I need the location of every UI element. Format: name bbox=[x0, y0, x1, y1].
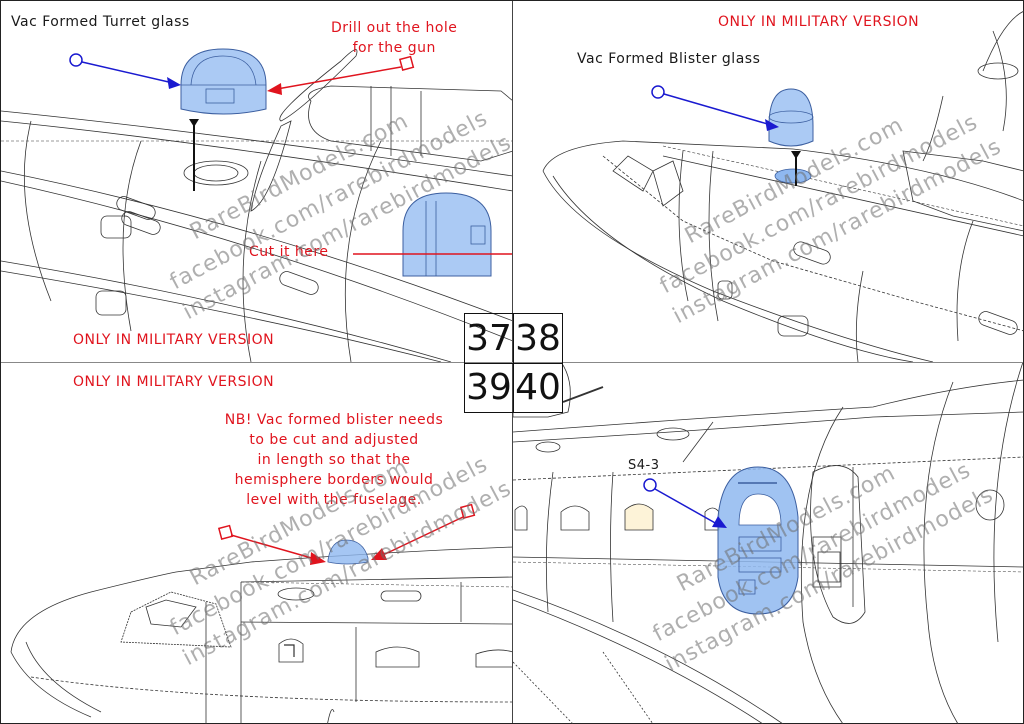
drill-note: Drill out the hole for the gun bbox=[331, 18, 457, 58]
step-37-panel: Vac Formed Turret glass Drill out the ho… bbox=[1, 1, 513, 362]
turret-glass-label: Vac Formed Turret glass bbox=[11, 14, 190, 30]
drill-note-line2: for the gun bbox=[352, 40, 436, 56]
blue-pointer-icon bbox=[69, 53, 181, 89]
part-code-label: S4-3 bbox=[628, 458, 660, 473]
nb-note-line2: to be cut and adjusted bbox=[249, 432, 419, 448]
step-39-panel: ONLY IN MILITARY VERSION NB! Vac formed … bbox=[1, 362, 513, 724]
step-number-39: 39 bbox=[466, 367, 512, 408]
horizontal-divider bbox=[1, 362, 1023, 363]
red-pointer-icon bbox=[267, 55, 415, 95]
turret-glass-part bbox=[180, 48, 267, 115]
door-part bbox=[717, 466, 799, 615]
step-38-panel: ONLY IN MILITARY VERSION Vac Formed Blis… bbox=[513, 1, 1024, 362]
cut-note: Cut it here bbox=[249, 244, 329, 260]
step-number-38: 38 bbox=[515, 318, 561, 359]
step-38-line-art bbox=[542, 10, 1024, 362]
red-pointer-icon bbox=[217, 524, 326, 565]
step-number-box: 37 38 39 40 bbox=[464, 313, 563, 413]
blue-pointer-icon bbox=[643, 478, 727, 528]
blister-glass-label: Vac Formed Blister glass bbox=[577, 51, 761, 67]
blister-glass-part bbox=[768, 88, 814, 147]
step-40-panel: S4-3 bbox=[513, 362, 1024, 724]
nb-note-line5: level with the fuselage. bbox=[246, 492, 422, 508]
nb-note: NB! Vac formed blister needs to be cut a… bbox=[199, 410, 469, 510]
blue-pointer-icon bbox=[651, 85, 779, 131]
red-pointer-icon bbox=[371, 503, 476, 560]
step-39-line-art bbox=[10, 503, 513, 724]
version-note: ONLY IN MILITARY VERSION bbox=[718, 14, 920, 30]
nb-note-line1: NB! Vac formed blister needs bbox=[224, 412, 444, 428]
step-box-divider-h bbox=[465, 363, 562, 364]
step-40-line-art bbox=[513, 362, 1024, 724]
step-37-line-art bbox=[1, 48, 513, 362]
blister-glass-part bbox=[327, 539, 369, 565]
turret-glass-detail-part bbox=[402, 192, 492, 277]
step-number-37: 37 bbox=[466, 318, 512, 359]
nb-note-line4: hemisphere borders would bbox=[234, 472, 434, 488]
version-note: ONLY IN MILITARY VERSION bbox=[73, 374, 275, 390]
step-number-40: 40 bbox=[515, 367, 561, 408]
nb-note-line3: in length so that the bbox=[257, 452, 411, 468]
drill-note-line1: Drill out the hole bbox=[331, 20, 458, 36]
version-note: ONLY IN MILITARY VERSION bbox=[73, 332, 275, 348]
